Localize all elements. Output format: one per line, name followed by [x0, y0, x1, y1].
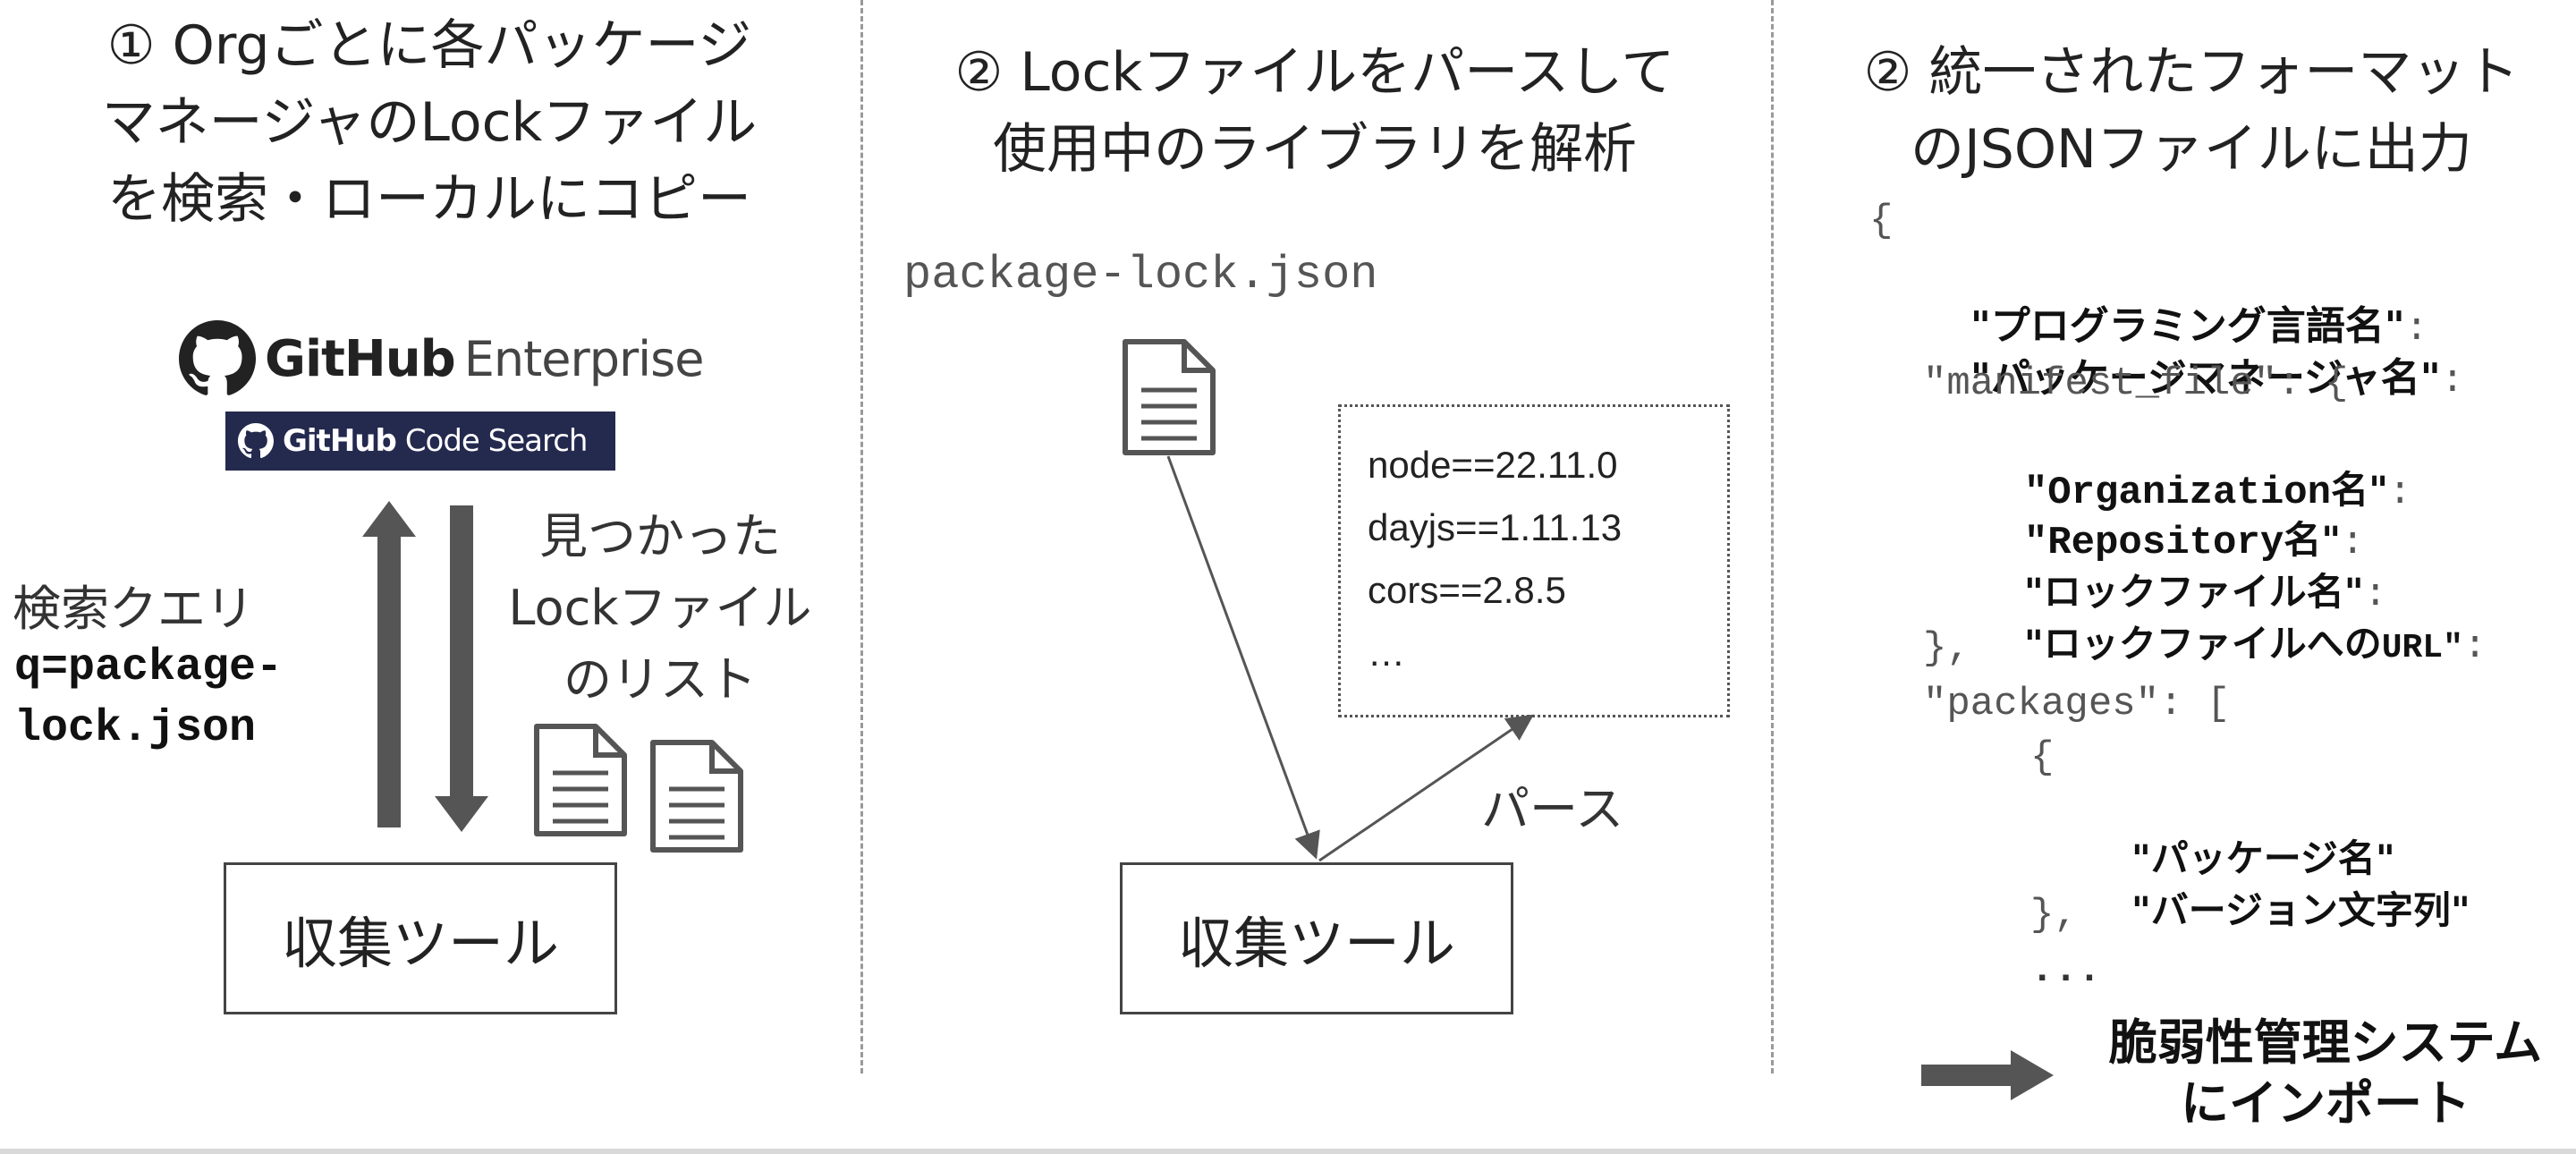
- json-item-open: {: [2030, 735, 2055, 780]
- parsed-packages-box: node==22.11.0 dayjs==1.11.13 cors==2.8.5…: [1338, 404, 1730, 717]
- divider-right: [1771, 0, 1774, 1073]
- json-packages-key: "packages": [: [1923, 682, 2231, 726]
- json-version-key: "バージョン文字列": [2131, 888, 2470, 932]
- json-org-key: "Organization名":: [2023, 468, 2412, 515]
- collector-tool-box: 収集ツール: [1120, 862, 1513, 1014]
- json-pm-key: "パッケージマネージャ名":: [1970, 355, 2465, 403]
- query-line-1: q=package-: [14, 642, 284, 693]
- down-arrow-icon: [435, 505, 488, 832]
- github-code-search-badge: GitHub Code Search: [225, 412, 615, 471]
- json-pkg-name-key: "パッケージ名": [2131, 836, 2395, 880]
- document-icon: [650, 740, 743, 853]
- json-lock-url-key: "ロックファイルへのURL":: [2023, 622, 2487, 669]
- query-label: 検索クエリ: [13, 581, 254, 637]
- json-close-manifest: },: [1923, 626, 1970, 671]
- found-list-label: 見つかった Lockファイル のリスト: [508, 508, 812, 708]
- json-item-close: },: [2030, 893, 2078, 938]
- query-arrows: [362, 501, 488, 832]
- lockfile-document-icon: [1123, 339, 1216, 455]
- query-line-2: lock.json: [14, 703, 257, 754]
- parse-flow-arrows: [1166, 455, 1534, 862]
- step1-title: ① Orgごとに各パッケージ マネージャのLockファイル を検索・ローカルにコ…: [101, 14, 758, 231]
- github-octocat-small-icon: [238, 423, 274, 459]
- json-repo-key: "Repository名":: [2023, 518, 2365, 565]
- step3-title: ② 統一されたフォーマット のJSONファイルに出力: [1863, 41, 2520, 181]
- github-brand-text: GitHub: [265, 329, 456, 388]
- github-enterprise-logo: GitHub Enterprise: [179, 318, 705, 399]
- parse-label: パース: [1481, 781, 1624, 837]
- tool-to-packages-arrow: [1318, 714, 1534, 862]
- json-ellipsis: ...: [2030, 948, 2102, 993]
- lockfile-name: package-lock.json: [903, 249, 1378, 301]
- document-icon: [534, 724, 627, 836]
- json-manifest-key: "manifest_file": {: [1923, 361, 2349, 406]
- bottom-border: [0, 1149, 2576, 1154]
- package-item: …: [1368, 632, 1405, 674]
- github-product-text: Enterprise: [463, 330, 705, 387]
- json-lang-key: "プログラミング言語名":: [1970, 303, 2429, 352]
- code-search-brand-text: GitHub: [283, 423, 397, 459]
- github-octocat-icon: [179, 320, 256, 395]
- collector-tool-box: 収集ツール: [224, 862, 617, 1014]
- import-arrow-icon: [1921, 1050, 2054, 1100]
- import-label: 脆弱性管理システム にインポート: [2108, 1014, 2543, 1132]
- package-item: dayjs==1.11.13: [1368, 506, 1623, 548]
- divider-left: [860, 0, 863, 1073]
- lockfile-to-tool-arrow: [1166, 455, 1320, 860]
- json-lock-name-key: "ロックファイル名":: [2023, 570, 2387, 617]
- up-arrow-icon: [362, 501, 416, 827]
- step2-title: ② Lockファイルをパースして 使用中のライブラリを解析: [954, 41, 1675, 181]
- code-search-product-text: Code Search: [404, 423, 589, 459]
- package-item: node==22.11.0: [1368, 444, 1618, 486]
- package-item: cors==2.8.5: [1368, 569, 1566, 611]
- json-open-brace: {: [1869, 199, 1894, 243]
